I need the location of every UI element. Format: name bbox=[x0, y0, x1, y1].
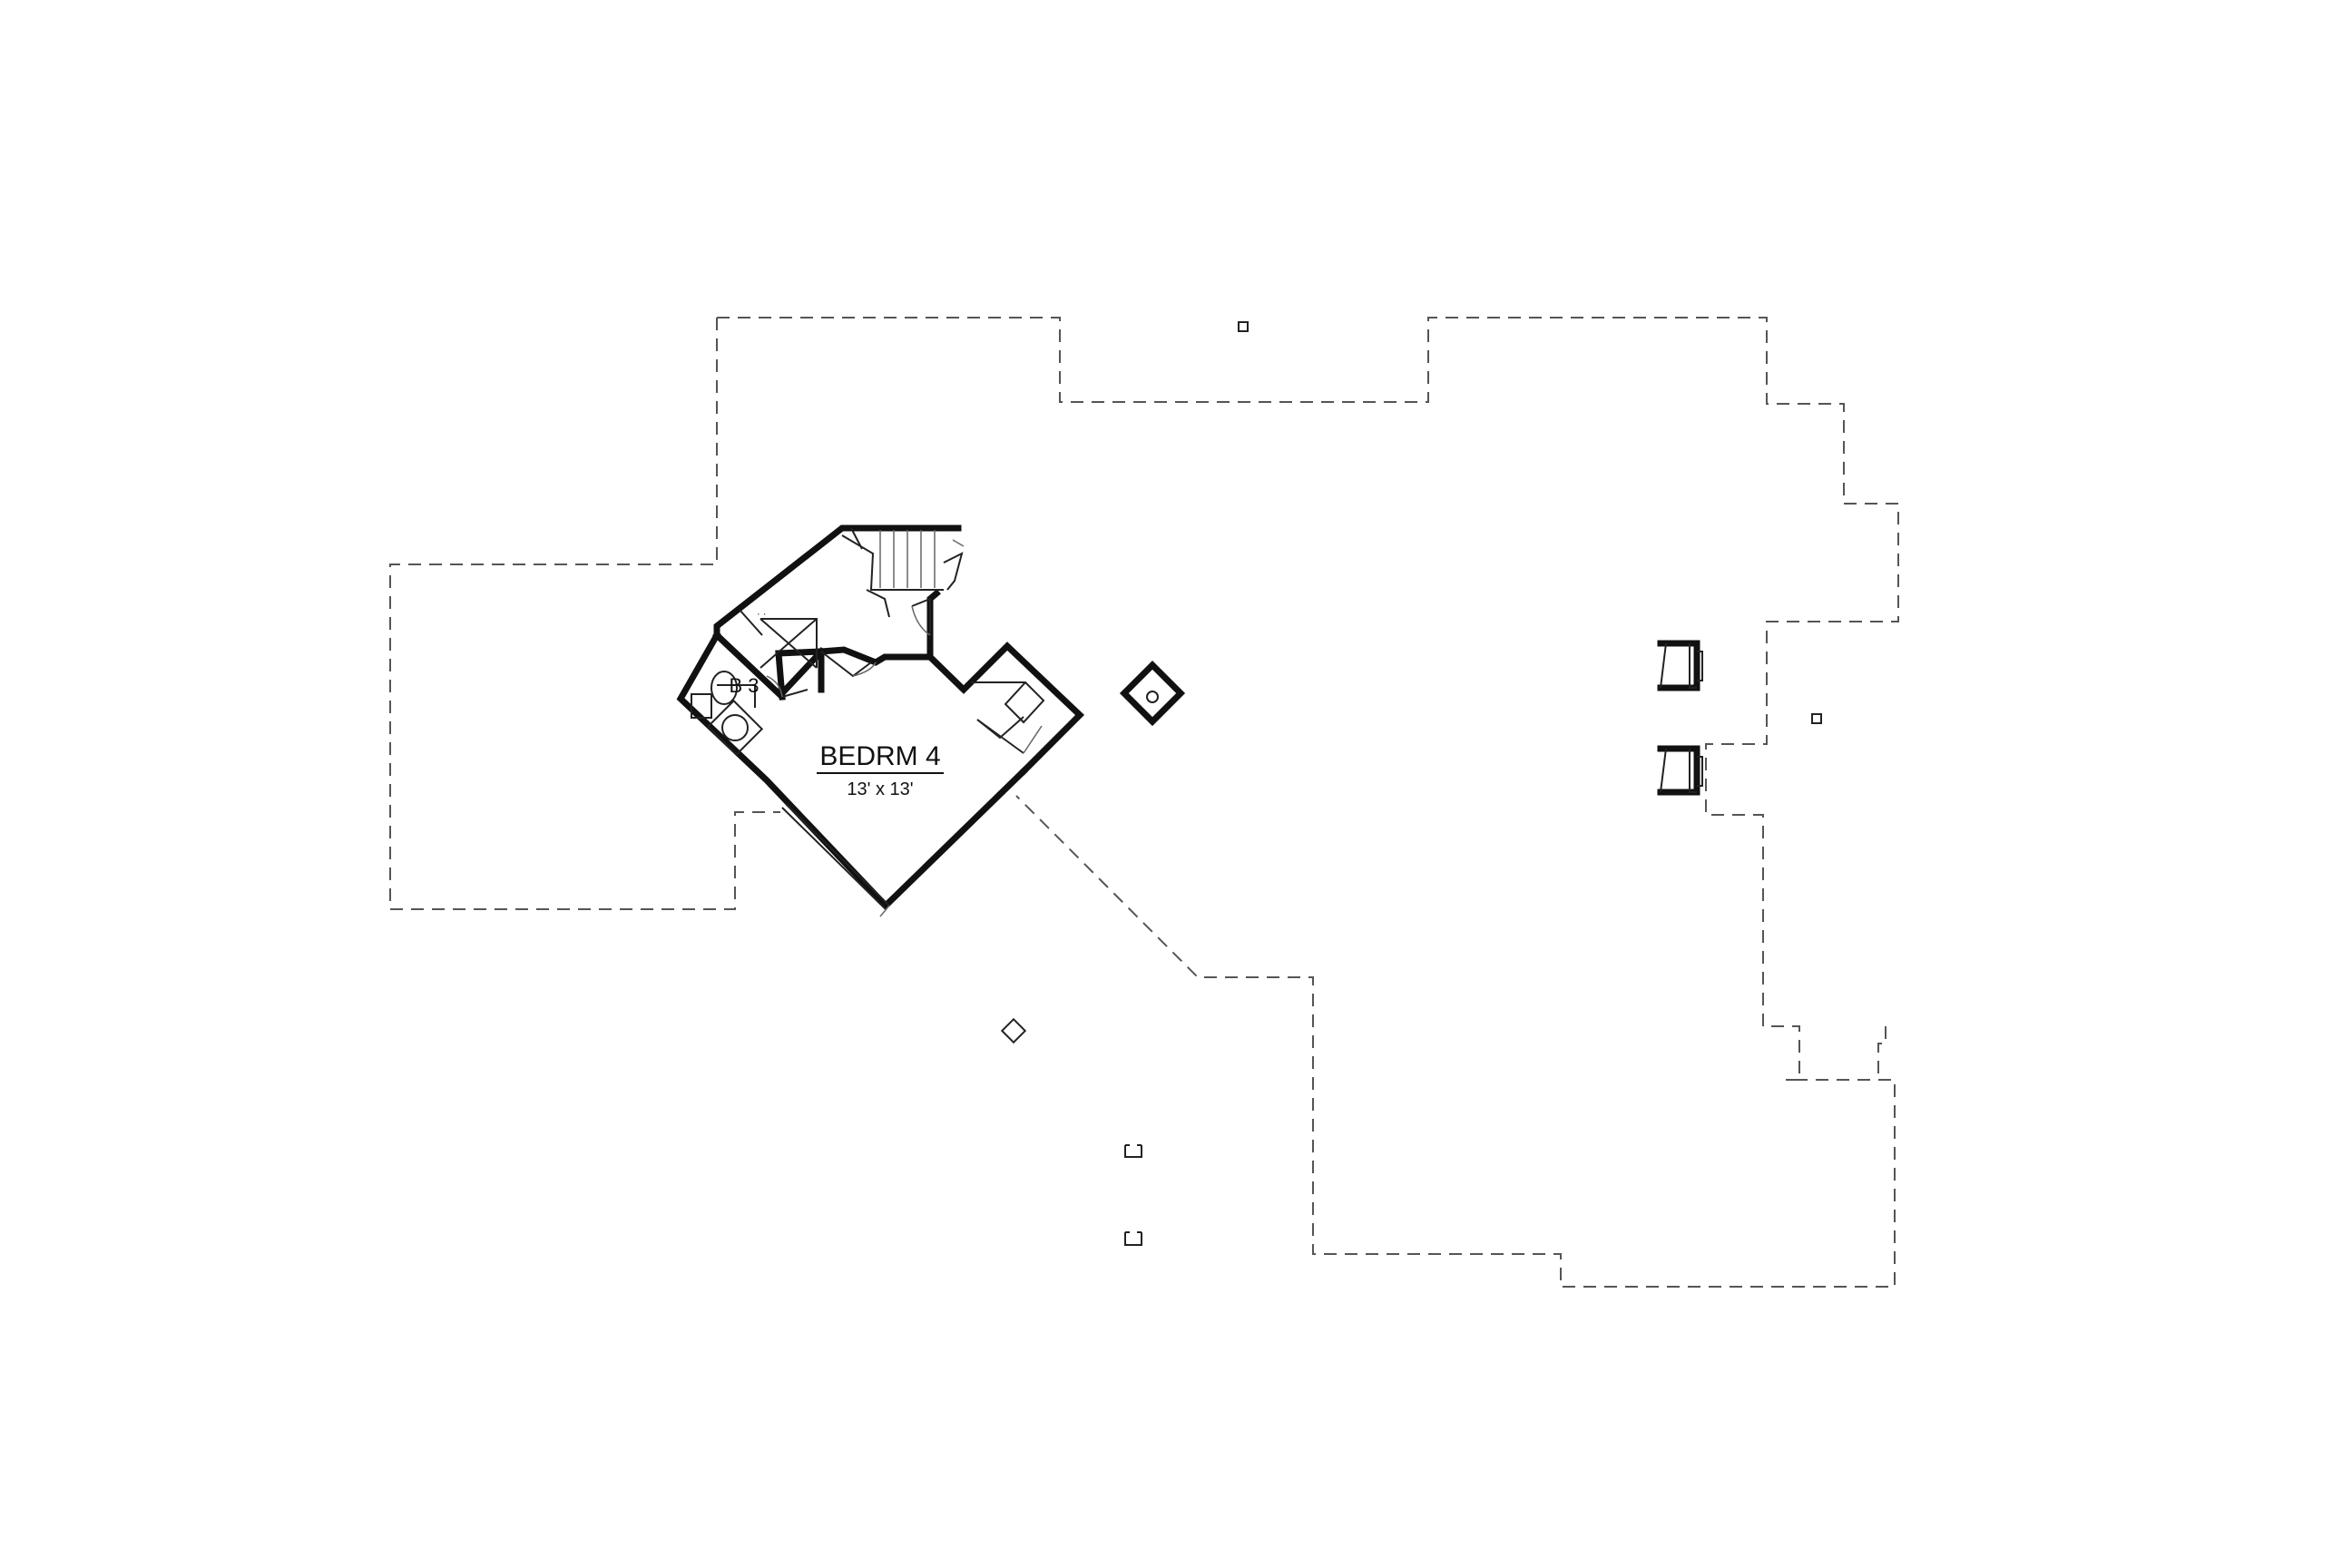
window bbox=[781, 803, 890, 917]
column-marker bbox=[1124, 1231, 1142, 1246]
closet bbox=[971, 681, 1045, 754]
column-marker bbox=[1124, 1144, 1142, 1158]
room-name: B 3 bbox=[729, 674, 759, 697]
main-floor-outline bbox=[389, 317, 1899, 1288]
stairs bbox=[841, 527, 965, 618]
doors bbox=[766, 597, 931, 698]
chimney bbox=[1119, 660, 1186, 727]
posts bbox=[1000, 321, 1822, 1246]
bath-3-fixtures: · · bbox=[691, 609, 825, 757]
room-name: BEDRM 4 bbox=[819, 741, 940, 771]
post-marker bbox=[1811, 713, 1822, 724]
sink-icon bbox=[721, 714, 749, 741]
flue-icon bbox=[1146, 691, 1159, 703]
dormers bbox=[1657, 640, 1703, 796]
room-size: 13' x 13' bbox=[847, 779, 913, 799]
bath-3-label: B 3 bbox=[729, 674, 759, 697]
dormer bbox=[1657, 640, 1700, 691]
svg-text:· ·: · · bbox=[757, 609, 766, 620]
post-marker bbox=[1238, 321, 1249, 332]
toilet-icon bbox=[710, 671, 738, 705]
post-marker bbox=[1000, 1017, 1027, 1044]
bedroom-4-label: BEDRM 4 13' x 13' bbox=[817, 741, 944, 799]
dormer bbox=[1657, 745, 1700, 796]
